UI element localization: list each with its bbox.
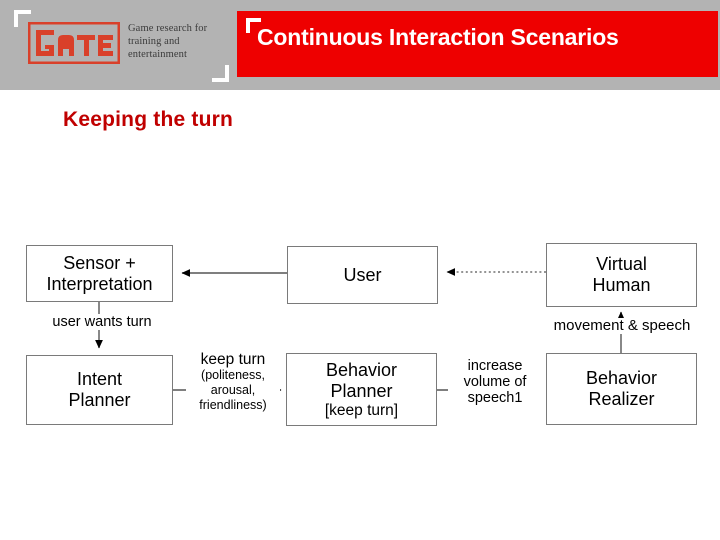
- node-sensor-interpretation[interactable]: Sensor + Interpretation: [26, 245, 173, 302]
- gate-logo-tagline: Game research for training and entertain…: [128, 23, 208, 60]
- node-behavior-planner[interactable]: Behavior Planner [keep turn]: [286, 353, 437, 426]
- logo-corner-top-left-icon: [14, 10, 31, 27]
- node-bplanner-line2: Planner: [330, 380, 393, 401]
- slide-subtitle: Keeping the turn: [63, 108, 234, 131]
- node-sensor-line2: Interpretation: [46, 273, 153, 294]
- edge-label-increase-volume: increase volume of speech1: [448, 358, 542, 406]
- gate-logo-icon: [28, 22, 120, 64]
- node-bplanner-line3: [keep turn]: [324, 401, 399, 419]
- edge-label-keep-turn-sub: (politeness, arousal, friendliness): [199, 368, 267, 412]
- node-intent-planner[interactable]: Intent Planner: [26, 355, 173, 425]
- title-corner-bracket-icon: [246, 18, 261, 33]
- gate-logo-block: Game research for training and entertain…: [14, 10, 229, 82]
- node-sensor-line1: Sensor +: [63, 252, 136, 273]
- node-virtual-human[interactable]: Virtual Human: [546, 243, 697, 307]
- node-intent-line1: Intent: [76, 369, 123, 389]
- node-vhuman-line1: Virtual: [596, 254, 647, 274]
- edge-label-user-wants-turn: user wants turn: [38, 314, 166, 330]
- slide-title-bar: Continuous Interaction Scenarios: [237, 11, 718, 77]
- node-brealizer-line2: Realizer: [588, 389, 655, 409]
- edge-label-movement-speech: movement & speech: [537, 318, 707, 334]
- edge-label-keep-turn: keep turn (politeness, arousal, friendli…: [186, 352, 280, 413]
- node-user-label: User: [343, 264, 382, 285]
- node-behavior-realizer[interactable]: Behavior Realizer: [546, 353, 697, 425]
- node-user[interactable]: User: [287, 246, 438, 304]
- logo-corner-bottom-right-icon: [212, 65, 229, 82]
- node-intent-line2: Planner: [68, 390, 131, 410]
- node-vhuman-line2: Human: [592, 275, 651, 295]
- node-bplanner-line1: Behavior: [325, 359, 398, 380]
- edge-label-keep-turn-main: keep turn: [200, 351, 266, 368]
- page-title: Continuous Interaction Scenarios: [257, 24, 619, 50]
- node-brealizer-line1: Behavior: [585, 368, 658, 388]
